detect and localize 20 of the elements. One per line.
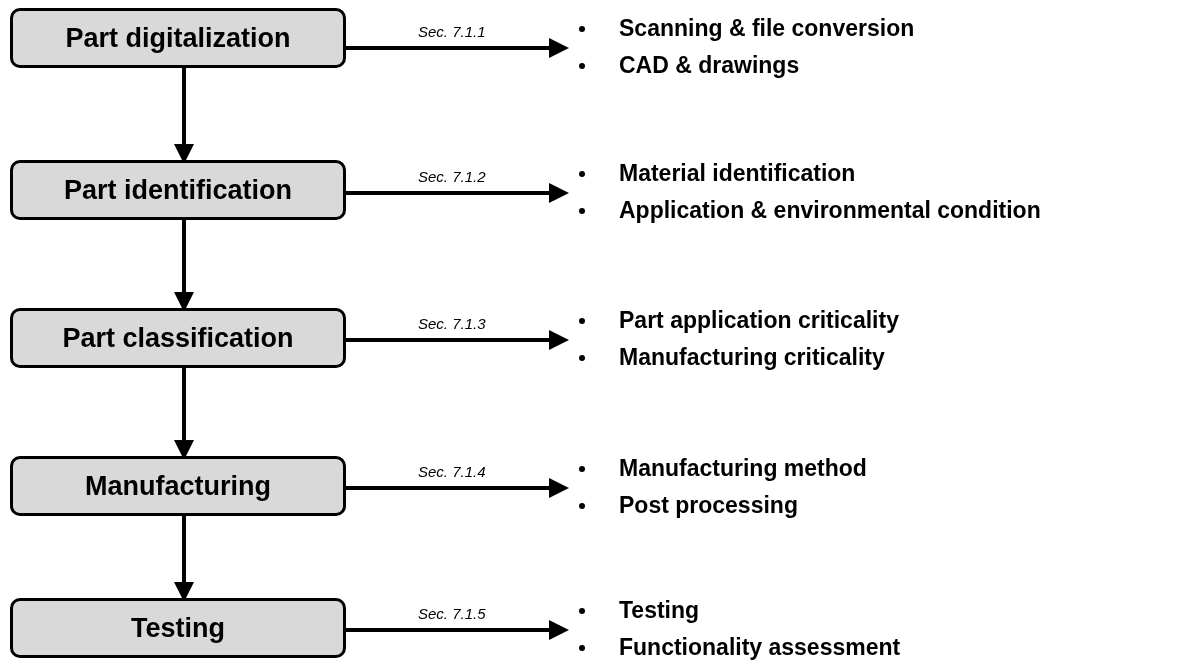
process-box: Manufacturing <box>10 456 346 516</box>
process-box: Part identification <box>10 160 346 220</box>
arrow <box>346 38 569 58</box>
bullet-item: Application & environmental condition <box>575 197 1155 224</box>
bullet-item: Testing <box>575 597 1155 624</box>
bullet-item: Functionality assessment <box>575 634 1155 661</box>
process-box: Part digitalization <box>10 8 346 68</box>
bullet-item: CAD & drawings <box>575 52 1155 79</box>
bullet-item: Material identification <box>575 160 1155 187</box>
arrow <box>346 620 569 640</box>
process-box: Testing <box>10 598 346 658</box>
bullet-item: Post processing <box>575 492 1155 519</box>
bullet-item: Scanning & file conversion <box>575 15 1155 42</box>
process-box: Part classification <box>10 308 346 368</box>
arrow <box>346 183 569 203</box>
bullet-item: Manufacturing method <box>575 455 1155 482</box>
arrow <box>346 478 569 498</box>
bullet-item: Manufacturing criticality <box>575 344 1155 371</box>
arrow <box>346 330 569 350</box>
bullet-item: Part application criticality <box>575 307 1155 334</box>
